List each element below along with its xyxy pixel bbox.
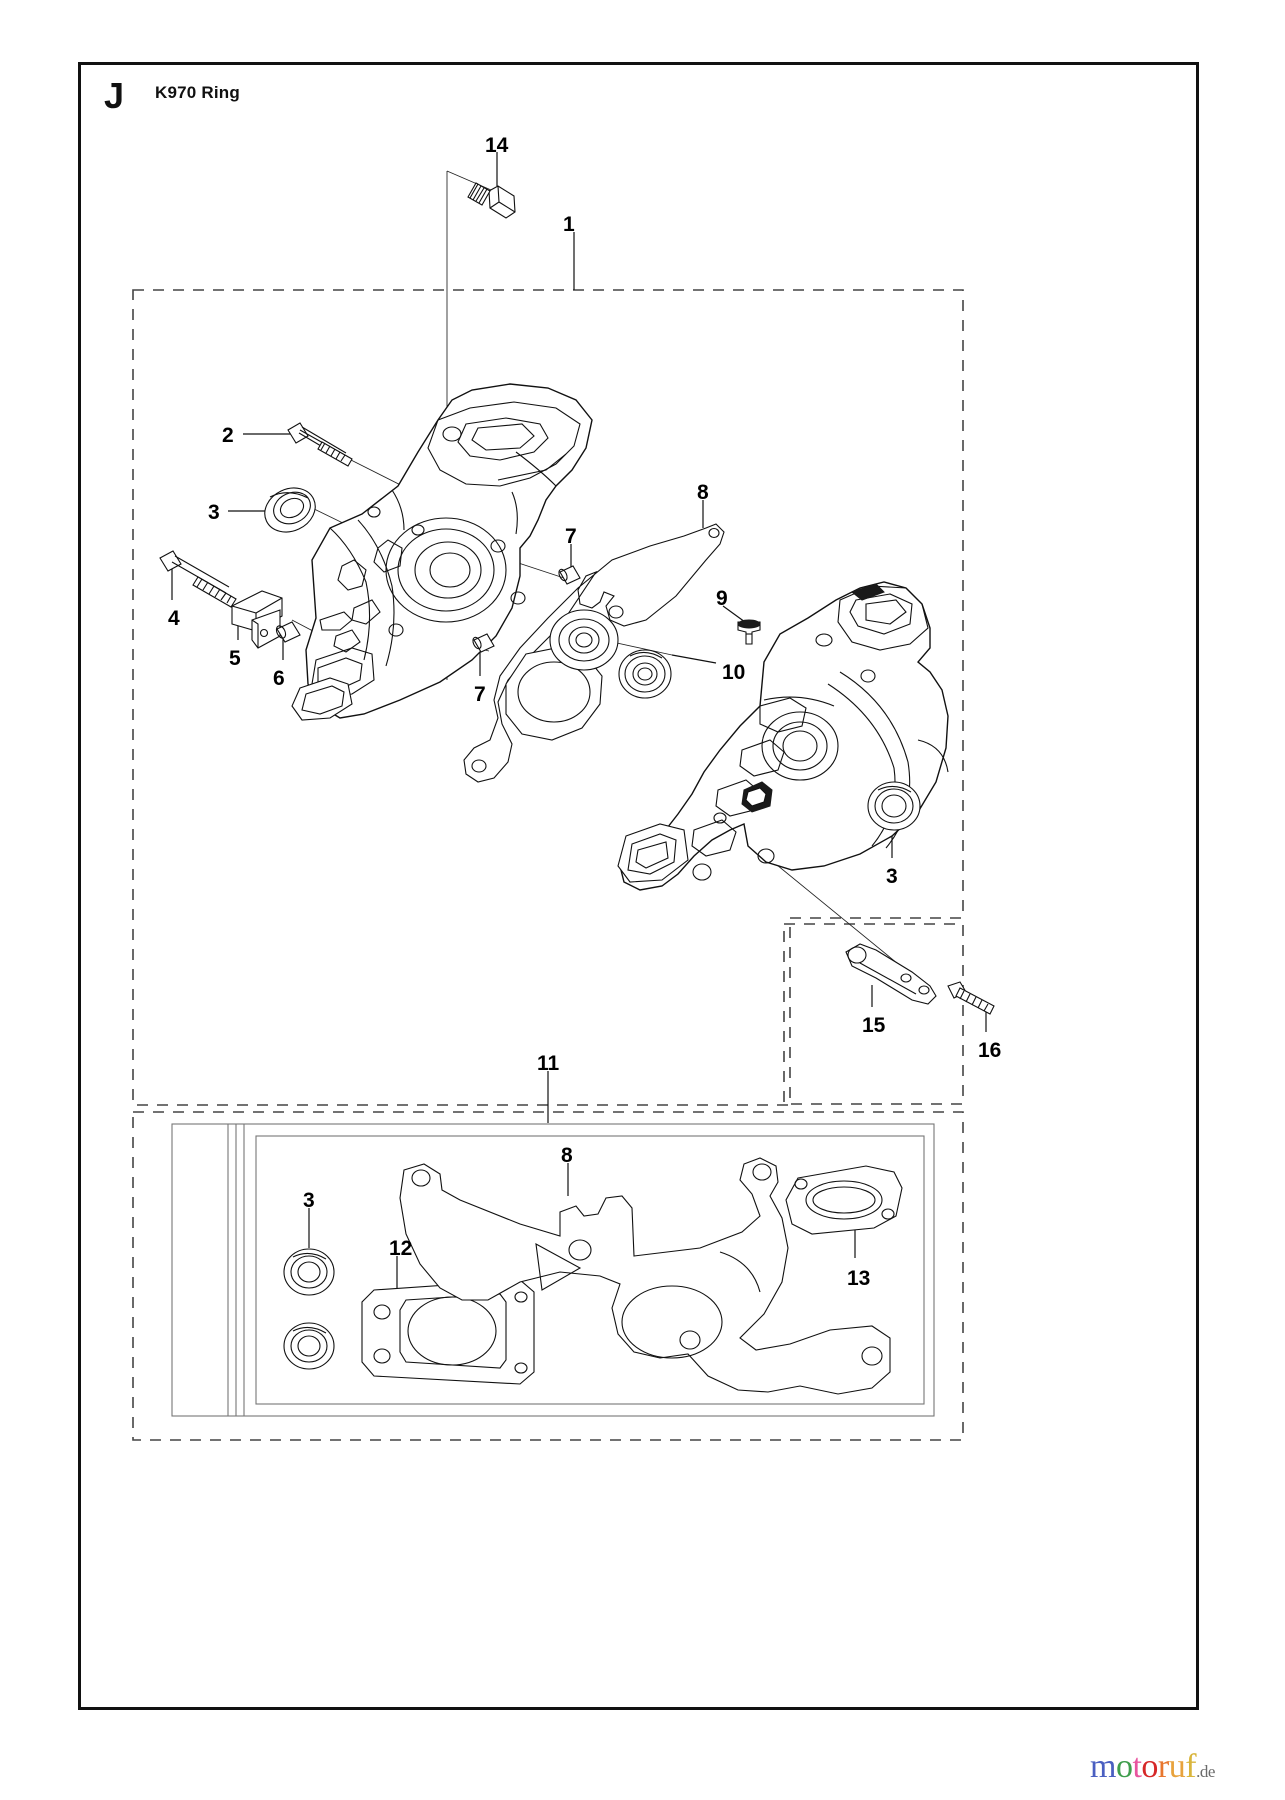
watermark-letter-t: t — [1132, 1748, 1142, 1785]
callout-5: 5 — [229, 647, 241, 670]
watermark-suffix: .de — [1196, 1762, 1215, 1781]
callout-16: 16 — [978, 1039, 1002, 1062]
watermark-letter-m: m — [1090, 1748, 1116, 1785]
callout-6: 6 — [273, 667, 285, 690]
watermark-motoruf: motoruf.de — [1090, 1748, 1215, 1786]
callout-7-upper: 7 — [565, 525, 577, 548]
callout-9: 9 — [716, 587, 728, 610]
callout-12: 12 — [389, 1237, 413, 1260]
callout-13: 13 — [847, 1267, 871, 1290]
watermark-letter-o1: o — [1115, 1748, 1133, 1785]
watermark-letter-r: r — [1157, 1748, 1169, 1785]
callout-8-upper: 8 — [697, 481, 709, 504]
section-letter: J — [104, 75, 125, 116]
callout-3-kit: 3 — [303, 1189, 315, 1212]
callout-3-right: 3 — [886, 865, 898, 888]
callout-1: 1 — [563, 213, 575, 236]
callout-14: 14 — [485, 134, 509, 157]
watermark-letter-o2: o — [1141, 1748, 1158, 1785]
watermark-letter-u: u — [1168, 1748, 1186, 1785]
callout-11: 11 — [537, 1052, 560, 1075]
callout-15: 15 — [862, 1014, 886, 1037]
callout-7-lower: 7 — [474, 683, 486, 706]
diagram-frame — [78, 62, 1199, 1710]
callout-4: 4 — [168, 607, 180, 630]
page-title: K970 Ring — [155, 83, 240, 102]
callout-10: 10 — [722, 661, 746, 684]
callout-3-left: 3 — [208, 501, 220, 524]
watermark-letter-f: f — [1185, 1748, 1197, 1785]
callout-8-kit: 8 — [561, 1144, 573, 1167]
callout-2: 2 — [222, 424, 234, 447]
